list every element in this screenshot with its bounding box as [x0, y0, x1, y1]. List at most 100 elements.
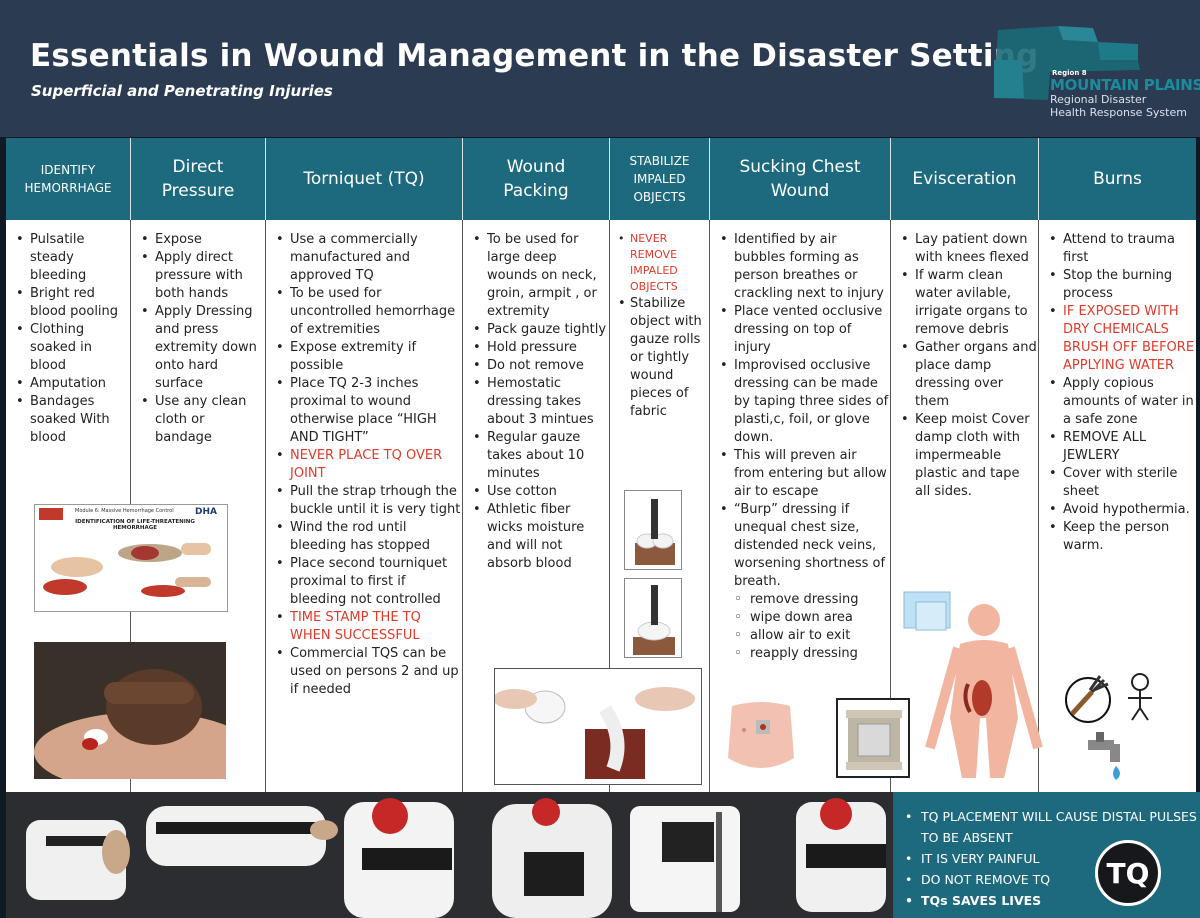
list-item: Pack gauze tightly [463, 321, 609, 339]
sub-list-item: remove dressing [710, 591, 890, 609]
card-module: Module 6: Massive Hemorrhage Control [75, 508, 174, 514]
list-item: Place vented occlusive dressing on top o… [710, 303, 890, 357]
taped-dressing-illustration [846, 710, 902, 770]
column-burns: Attend to trauma firstStop the burning p… [1039, 220, 1196, 792]
occlusive-dressing-photo [836, 698, 910, 778]
list-item: To be used for large deep wounds on neck… [463, 231, 609, 321]
hemorrhage-identification-card: Module 6: Massive Hemorrhage Control DHA… [34, 504, 228, 612]
knife-stabilized-illustration [633, 585, 675, 655]
list-item: Apply direct pressure with both hands [131, 249, 265, 303]
column-wound-packing: To be used for large deep wounds on neck… [463, 220, 610, 792]
card-dha: DHA [195, 507, 217, 517]
list-item: Stop the burning process [1039, 267, 1196, 303]
list-item: This will preven air from entering but a… [710, 447, 890, 501]
list-item: Use cotton [463, 483, 609, 501]
wound-packing-photo [494, 668, 702, 785]
logo-line1: Regional Disaster [1050, 93, 1147, 106]
heading-sucking-chest-wound: Sucking Chest Wound [710, 138, 891, 220]
column-evisceration: Lay patient down with knees flexedIf war… [891, 220, 1039, 792]
list-item: Keep moist Cover damp cloth with imperme… [891, 411, 1038, 501]
tq-warning-item: DO NOT REMOVE TQ [893, 869, 1200, 890]
logo-region: Region 8 [1052, 69, 1087, 77]
heading-evisceration: Evisceration [891, 138, 1039, 220]
list-item: Wind the rod until bleeding has stopped [266, 519, 462, 555]
direct-pressure-photo [34, 642, 226, 779]
card-badge-icon [39, 508, 63, 520]
chest-wound-diagram [720, 698, 802, 784]
list-item: IF EXPOSED WITH DRY CHEMICALS BRUSH OFF … [1039, 303, 1196, 375]
list-item: Hemostatic dressing takes about 3 mintue… [463, 375, 609, 429]
list-item: Clothing soaked in blood [6, 321, 130, 375]
tq-warning-item: TQs SAVES LIVES [893, 890, 1200, 911]
column-sucking-chest-wound: Identified by air bubbles forming as per… [710, 220, 891, 792]
sub-list-item: allow air to exit [710, 627, 890, 645]
page-title: Essentials in Wound Management in the Di… [30, 38, 1039, 74]
column-direct-pressure: ExposeApply direct pressure with both ha… [131, 220, 266, 792]
list-item: Identified by air bubbles forming as per… [710, 231, 890, 303]
tq-logo-icon: TQ [1095, 840, 1161, 906]
page-subtitle: Superficial and Penetrating Injuries [31, 82, 333, 100]
list-item: Cover with sterile sheet [1039, 465, 1196, 501]
heading-torniquet: Torniquet (TQ) [266, 138, 463, 220]
list-item: To be used for uncontrolled hemorrhage o… [266, 285, 462, 339]
heading-stabilize-impaled: STABILIZE IMPALED OBJECTS [610, 138, 710, 220]
impaled-object-photo-2 [624, 578, 682, 658]
evisceration-illustration [900, 588, 1054, 788]
heading-identify-hemorrhage: IDENTIFY HEMORRHAGE [6, 138, 131, 220]
list-item: Commercial TQS can be used on persons 2 … [266, 645, 462, 699]
tq-warning-item: IT IS VERY PAINFUL [893, 848, 1200, 869]
torso-dressing-illustration [728, 702, 794, 768]
list-item: Expose extremity if possible [266, 339, 462, 375]
tourniquet-application-sequence [6, 792, 893, 918]
list-item: Athletic fiber wicks moisture and will n… [463, 501, 609, 573]
list-item: Apply Dressing and press extremity down … [131, 303, 265, 393]
burns-icons [1058, 662, 1178, 784]
list-item: Expose [131, 231, 265, 249]
card-title: IDENTIFICATION OF LIFE-THREATENING HEMOR… [75, 519, 195, 531]
sub-list-item: reapply dressing [710, 645, 890, 663]
list-item: Gather organs and place damp dressing ov… [891, 339, 1038, 411]
list-item: Amputation [6, 375, 130, 393]
tq-warning-item: TQ PLACEMENT WILL CAUSE DISTAL PULSES TO… [893, 806, 1200, 848]
tourniquet-photo-strip [6, 792, 1196, 918]
list-item: Apply copious amounts of water in a safe… [1039, 375, 1196, 429]
impaled-object-photo-1 [624, 490, 682, 570]
list-item: Attend to trauma first [1039, 231, 1196, 267]
sub-list-item: wipe down area [710, 609, 890, 627]
heading-burns: Burns [1093, 169, 1142, 189]
list-item: NEVER PLACE TQ OVER JOINT [266, 447, 462, 483]
list-item: REMOVE ALL JEWLERY [1039, 429, 1196, 465]
logo-name: MOUNTAIN PLAINS [1050, 76, 1200, 94]
column-torniquet: Use a commercially manufactured and appr… [266, 220, 463, 792]
region-map-icon [994, 26, 1140, 100]
list-item: Improvised occlusive dressing can be mad… [710, 357, 890, 447]
gauze-packing-illustration [495, 687, 695, 779]
list-item: TIME STAMP THE TQ WHEN SUCCESSFUL [266, 609, 462, 645]
logo-line2: Health Response System [1050, 106, 1187, 119]
list-item: Lay patient down with knees flexed [891, 231, 1038, 267]
organization-logo: Region 8 MOUNTAIN PLAINS Regional Disast… [988, 20, 1200, 120]
list-item: Keep the person warm. [1039, 519, 1196, 555]
list-item: Use a commercially manufactured and appr… [266, 231, 462, 285]
body-organs-illustration [903, 591, 1043, 778]
brush-person-faucet-icons [1065, 673, 1152, 780]
list-item: Avoid hypothermia. [1039, 501, 1196, 519]
list-item: Regular gauze takes about 10 minutes [463, 429, 609, 483]
list-item: Use any clean cloth or bandage [131, 393, 265, 447]
heading-direct-pressure: Direct Pressure [131, 138, 266, 220]
list-item: Place second tourniquet proximal to firs… [266, 555, 462, 609]
knife-in-block-illustration [635, 499, 675, 565]
list-item: NEVER REMOVE IMPALED OBJECTS [610, 231, 709, 295]
column-header-band [6, 138, 1196, 220]
list-item: Pull the strap trhough the buckle until … [266, 483, 462, 519]
hand-pressing-wound-illustration [34, 642, 226, 779]
page-header: Essentials in Wound Management in the Di… [0, 0, 1200, 137]
heading-wound-packing: Wound Packing [463, 138, 610, 220]
bleeding-limb-illustration [43, 543, 211, 597]
list-item: Pulsatile steady bleeding [6, 231, 130, 285]
list-item: “Burp” dressing if unequal chest size, d… [710, 501, 890, 591]
list-item: Bandages soaked With blood [6, 393, 130, 447]
list-item: Stabilize object with gauze rolls or tig… [610, 295, 709, 421]
list-item: Place TQ 2-3 inches proximal to wound ot… [266, 375, 462, 447]
list-item: If warm clean water avilable, irrigate o… [891, 267, 1038, 339]
